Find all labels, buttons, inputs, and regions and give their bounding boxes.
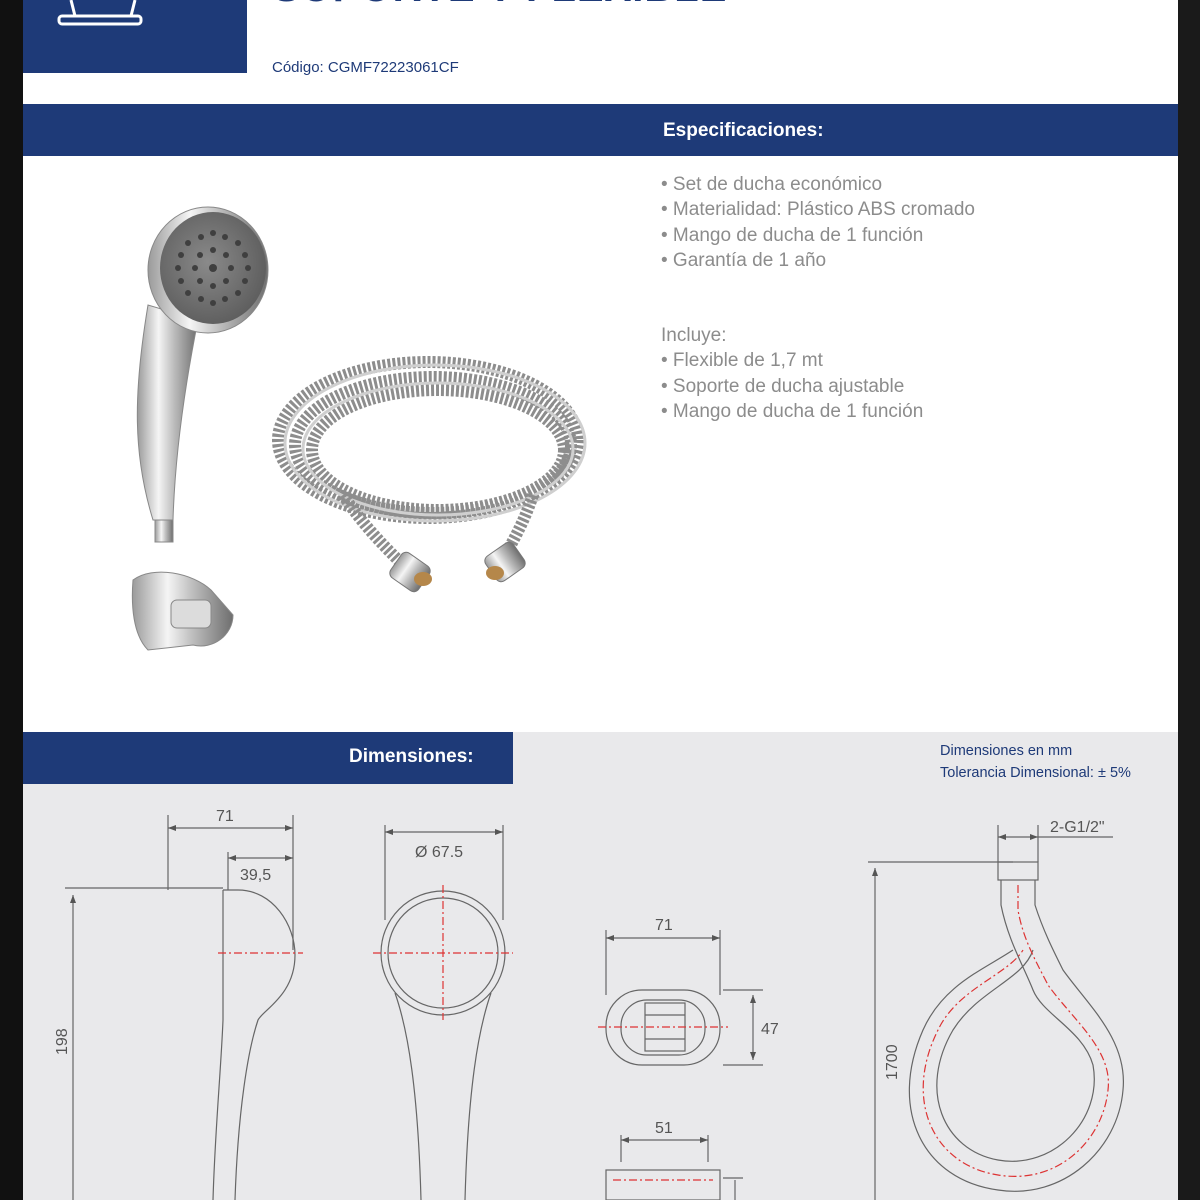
include-item: • Soporte de ducha ajustable [661,375,905,397]
viewer-right-edge [1178,0,1200,1200]
include-item: • Mango de ducha de 1 función [661,401,924,423]
flexible-hose-icon [272,356,587,570]
dimensions-band [23,732,513,784]
hose-drawing [868,825,1124,1200]
tolerance-note: Tolerancia Dimensional: ± 5% [940,764,1131,781]
product-photo [131,206,587,651]
arrowheads [70,825,1038,1143]
dim-label: 71 [655,917,673,934]
handle-side-view [65,815,303,1200]
product-title: SOPORTE Y FLEXIBLE [273,0,727,11]
dimensions-heading: Dimensiones: [349,746,474,767]
shower-handle-icon [136,206,269,543]
spec-item: • Garantía de 1 año [661,249,827,271]
product-code: Código: CGMF72223061CF [272,59,459,76]
spec-item: • Set de ducha económico [661,174,883,195]
dim-label: 198 [54,1028,71,1055]
viewer-left-edge [0,0,23,1200]
holder-front-view [598,930,763,1200]
dim-label: 71 [216,808,234,825]
dim-label: 2-G1/2" [1050,819,1105,836]
spec-item: • Materialidad: Plástico ABS cromado [661,199,975,221]
logo-box [23,0,247,73]
specs-heading: Especificaciones: [663,120,824,141]
head-front-view [373,825,513,1200]
hose-nut-icon [389,551,432,593]
spec-item: • Mango de ducha de 1 función [661,224,924,246]
shower-logo-icon [57,0,143,26]
dimensions-note: Dimensiones en mm Tolerancia Dimensional… [940,741,1131,784]
product-sheet: SOPORTE Y FLEXIBLE Código: CGMF72223061C… [23,0,1178,1200]
dim-label: Ø 67.5 [415,844,463,861]
units-note: Dimensiones en mm [940,743,1073,759]
hose-nut-icon [484,541,526,583]
specs-list: • Set de ducha económico • Materialidad:… [661,172,1141,424]
dim-label: 1700 [884,1044,901,1080]
wall-holder-icon [131,571,234,651]
include-item: • Flexible de 1,7 mt [661,350,823,372]
dim-label: 39,5 [240,867,271,884]
technical-drawings: 71 39,5 198 Ø 67.5 71 47 51 2-G1/2" 1700 [54,808,1124,1200]
dimensions-section [23,732,1178,1200]
dim-label: 47 [761,1021,779,1038]
specs-band [23,104,1178,156]
dim-label: 51 [655,1120,673,1137]
includes-label: Incluye: [661,325,727,347]
